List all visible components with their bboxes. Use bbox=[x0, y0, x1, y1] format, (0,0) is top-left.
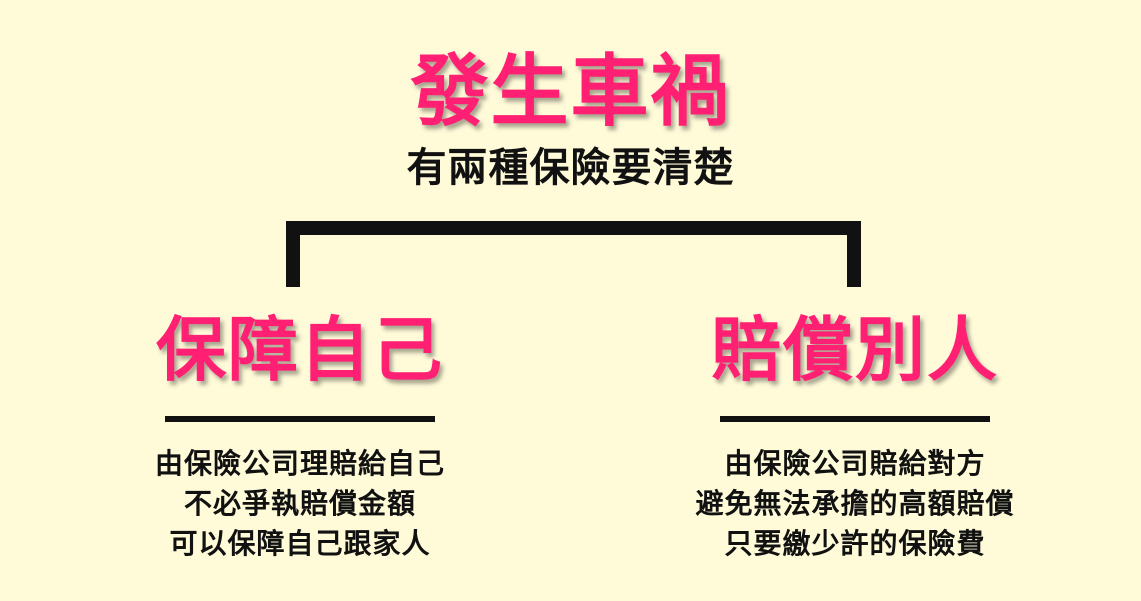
heading-underline bbox=[720, 416, 990, 422]
heading-underline bbox=[165, 416, 435, 422]
branch-heading: 保障自己 bbox=[156, 309, 444, 391]
description-line: 不必爭執賠償金額 bbox=[183, 487, 416, 520]
description-line: 由保險公司理賠給自己 bbox=[154, 447, 445, 480]
description-line: 可以保障自己跟家人 bbox=[169, 527, 431, 560]
description-line: 避免無法承擔的高額賠償 bbox=[695, 487, 1015, 520]
connector-left-leg bbox=[286, 221, 300, 287]
branch-description: 由保險公司賠給對方 避免無法承擔的高額賠償 只要繳少許的保險費 bbox=[625, 444, 1085, 564]
connector-right-leg bbox=[847, 221, 861, 287]
description-line: 只要繳少許的保險費 bbox=[724, 527, 986, 560]
branch-description: 由保險公司理賠給自己 不必爭執賠償金額 可以保障自己跟家人 bbox=[70, 444, 530, 564]
branch-heading: 賠償別人 bbox=[711, 309, 999, 391]
branch-compensate-others: 賠償別人 由保險公司賠給對方 避免無法承擔的高額賠償 只要繳少許的保險費 bbox=[625, 300, 1085, 564]
branch-protect-self: 保障自己 由保險公司理賠給自己 不必爭執賠償金額 可以保障自己跟家人 bbox=[70, 300, 530, 564]
connector-bar bbox=[286, 221, 861, 235]
description-line: 由保險公司賠給對方 bbox=[724, 447, 986, 480]
diagram-subtitle: 有兩種保險要清楚 bbox=[406, 145, 735, 191]
diagram-title: 發生車禍 bbox=[410, 47, 731, 137]
